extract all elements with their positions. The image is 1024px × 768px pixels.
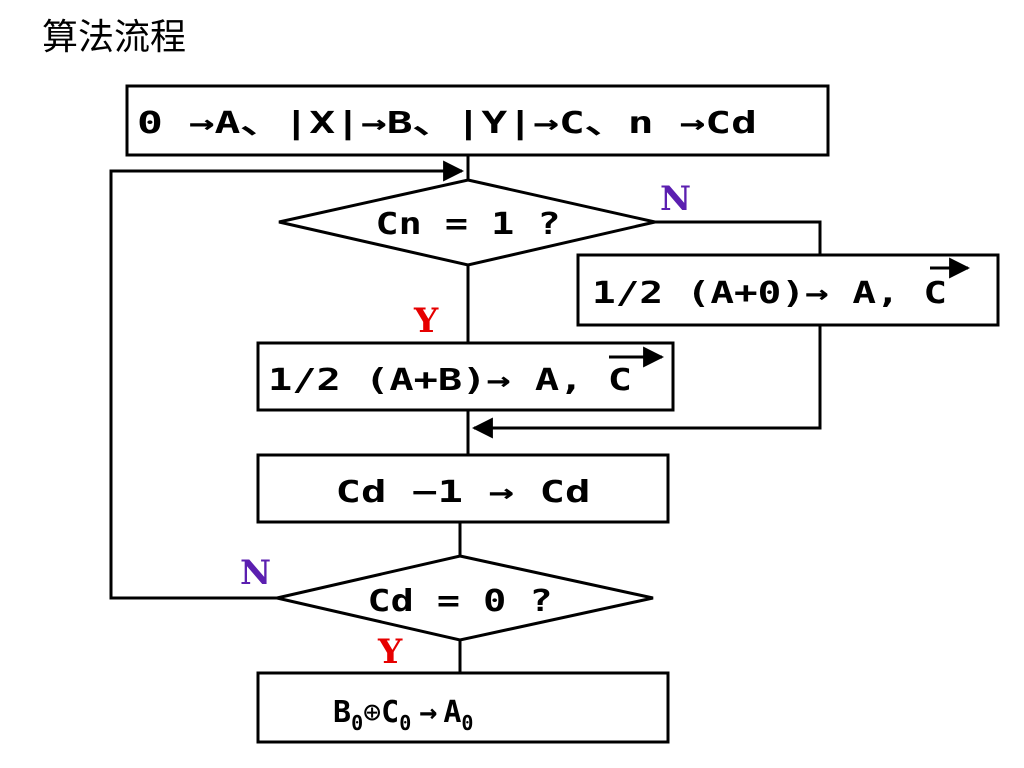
sign-a: A [443, 695, 461, 730]
connector-shift0-merge [471, 325, 822, 439]
label-n-top: N [660, 179, 691, 219]
shift-zero-text: 1/2 (A+0)→ A, C [592, 276, 947, 311]
sign-box: B0⊕C0→A0 [256, 671, 670, 744]
sign-c: C [381, 695, 399, 730]
label-y-bottom: Y [377, 632, 403, 672]
sign-text: B0⊕C0→A0 [333, 695, 473, 735]
shift-zero-box: 1/2 (A+0)→ A, C [576, 253, 1000, 327]
connectors [109, 155, 822, 673]
sign-c-sub: 0 [399, 711, 411, 735]
sign-op: ⊕ [363, 695, 381, 730]
sign-b-sub: 0 [351, 711, 363, 735]
sign-b: B [333, 695, 351, 730]
shift-b-text: 1/2 (A+B)→ A, C [268, 363, 632, 398]
sign-a-sub: 0 [461, 711, 473, 735]
init-text: 0 →A、|X|→B、|Y|→C、n →Cd [137, 106, 757, 141]
decision-cd-text: Cd = 0 ? [368, 584, 553, 619]
decrement-text: Cd −1 → Cd [336, 475, 591, 510]
sign-arrow: → [419, 695, 437, 730]
connector-cn-no [655, 220, 822, 255]
connector-cd-no-loop [109, 160, 465, 600]
decision-cn-text: Cn = 1 ? [376, 207, 561, 242]
decrement-box: Cd −1 → Cd [256, 453, 670, 524]
label-n-bottom: N [240, 553, 271, 593]
label-y-top: Y [413, 301, 439, 341]
page-title: 算法流程 [42, 17, 187, 58]
shift-b-box: 1/2 (A+B)→ A, C [256, 341, 675, 412]
init-box: 0 →A、|X|→B、|Y|→C、n →Cd [125, 84, 830, 157]
decision-cd: Cd = 0 ? [276, 554, 654, 642]
decision-cn: Cn = 1 ? [278, 178, 656, 267]
